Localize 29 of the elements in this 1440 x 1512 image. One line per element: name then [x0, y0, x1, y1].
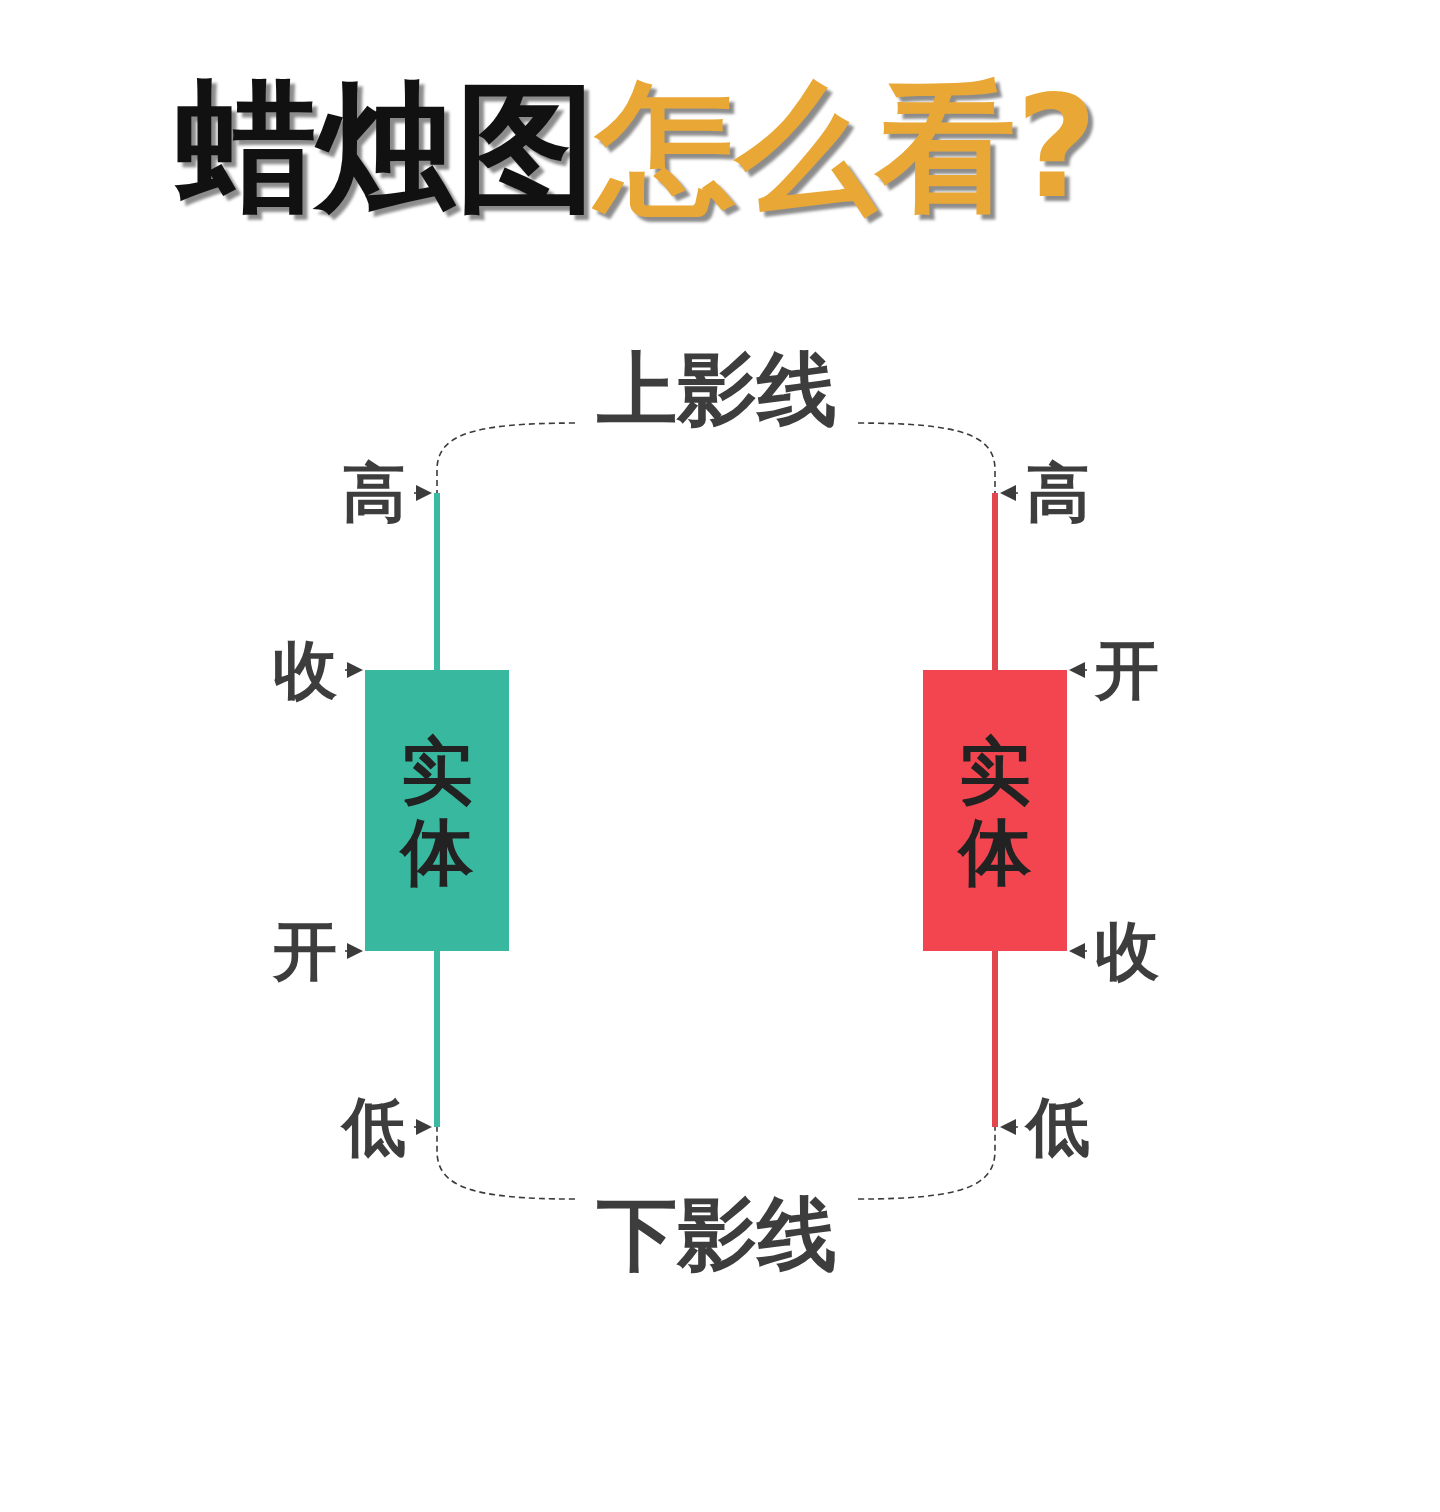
callout-label: 开 [1087, 637, 1161, 703]
pointer-arrow [1000, 485, 1019, 501]
pointer-arrow [1069, 662, 1088, 678]
pointer-arrow [344, 943, 363, 959]
candle-wick [434, 493, 440, 670]
callout-label: 下影线 [575, 1188, 858, 1280]
callout-label: 收 [1087, 918, 1161, 984]
leader-line [857, 422, 996, 494]
callout-label: 低 [1018, 1094, 1092, 1160]
callout-label: 低 [340, 1094, 414, 1160]
candle-wick [434, 951, 440, 1127]
pointer-arrow [413, 1119, 432, 1135]
candle-wick [992, 493, 998, 670]
leader-line [436, 422, 576, 494]
candle-body: 实体 [365, 670, 509, 951]
leader-line [436, 1126, 576, 1200]
pointer-arrow [344, 662, 363, 678]
callout-label: 开 [271, 918, 345, 984]
callout-label: 收 [271, 637, 345, 703]
callout-label: 高 [1018, 460, 1092, 526]
candle-wick [992, 951, 998, 1127]
pointer-arrow [413, 485, 432, 501]
candle-body: 实体 [923, 670, 1067, 951]
callout-label: 高 [340, 460, 414, 526]
pointer-arrow [1000, 1119, 1019, 1135]
leader-line [857, 1126, 996, 1200]
callout-label: 上影线 [575, 343, 858, 435]
pointer-arrow [1069, 943, 1088, 959]
title: 蜡烛图怎么看? [176, 74, 1098, 221]
